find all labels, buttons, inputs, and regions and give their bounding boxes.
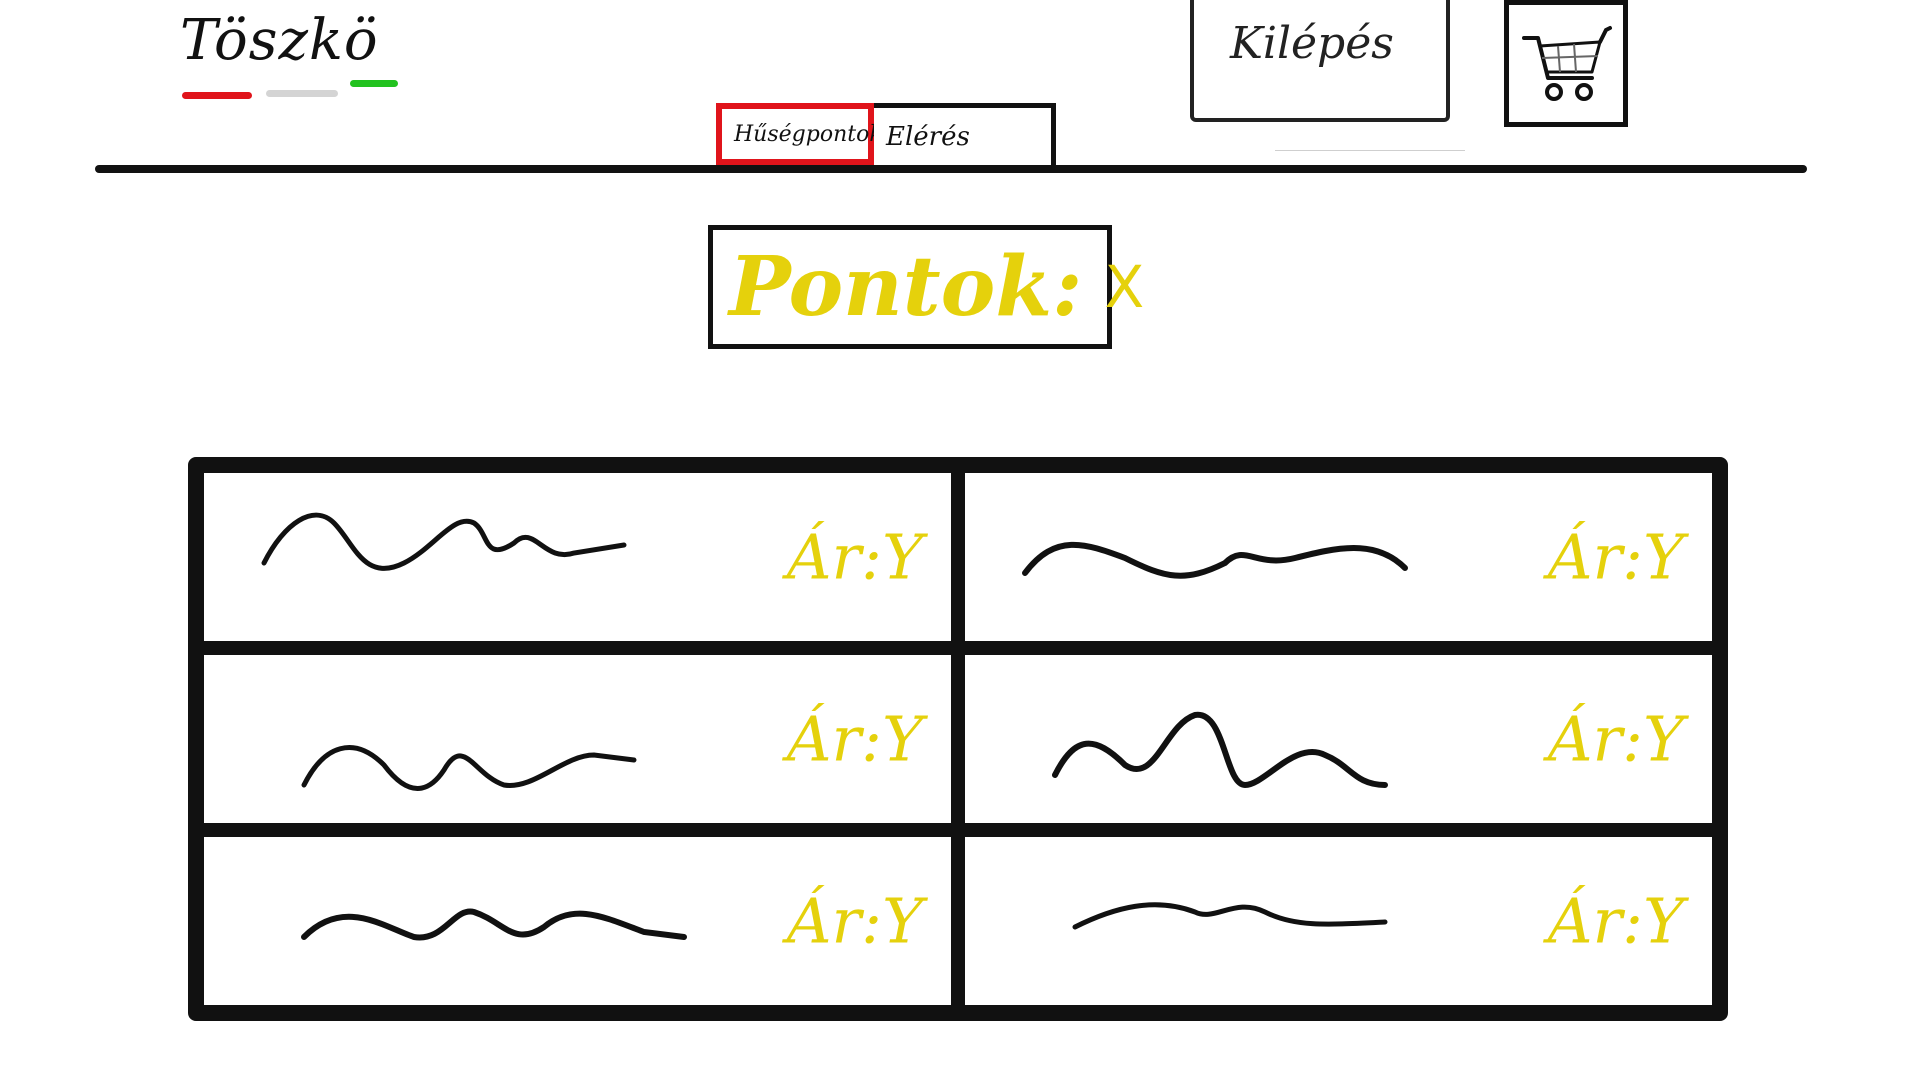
product-image-placeholder — [261, 512, 627, 571]
logout-button[interactable]: Kilépés — [1190, 0, 1450, 122]
price-label: Ár:Y — [786, 702, 923, 776]
product-card[interactable]: Ár:Y — [965, 473, 1712, 641]
product-card[interactable]: Ár:Y — [965, 837, 1712, 1005]
logo[interactable]: Töszkö — [180, 8, 410, 103]
product-image-placeholder — [301, 908, 687, 941]
tab-bar: Hűségpontok Elérés — [716, 103, 1056, 165]
logout-shadow — [1275, 150, 1465, 151]
product-grid: Ár:Y Ár:Y Ár:Y Ár:Y Ár:Y — [188, 457, 1728, 1021]
flag-stroke-red — [182, 92, 252, 99]
points-label: Pontok: — [729, 239, 1083, 335]
header-divider — [95, 165, 1807, 173]
flag-stroke-white — [266, 90, 338, 97]
product-card[interactable]: Ár:Y — [204, 655, 951, 823]
tab-loyalty-points[interactable]: Hűségpontok — [716, 103, 883, 165]
product-image-placeholder — [301, 745, 637, 791]
product-card[interactable]: Ár:Y — [204, 473, 951, 641]
shopping-cart-icon — [1522, 25, 1612, 101]
product-card[interactable]: Ár:Y — [965, 655, 1712, 823]
price-label: Ár:Y — [786, 520, 923, 594]
cart-button[interactable] — [1504, 0, 1628, 127]
price-label: Ár:Y — [786, 884, 923, 958]
points-value: X — [1104, 253, 1145, 321]
flag-stroke-green — [350, 80, 398, 87]
product-image-placeholder — [1052, 711, 1388, 789]
tab-contact[interactable]: Elérés — [874, 103, 1056, 165]
price-label: Ár:Y — [1547, 702, 1684, 776]
logout-label: Kilépés — [1230, 18, 1394, 69]
price-label: Ár:Y — [1547, 520, 1684, 594]
product-image-placeholder — [1072, 902, 1388, 930]
logo-text: Töszkö — [180, 8, 379, 73]
points-box: Pontok: X — [708, 225, 1144, 349]
product-card[interactable]: Ár:Y — [204, 837, 951, 1005]
price-label: Ár:Y — [1547, 884, 1684, 958]
product-image-placeholder — [1022, 541, 1408, 579]
